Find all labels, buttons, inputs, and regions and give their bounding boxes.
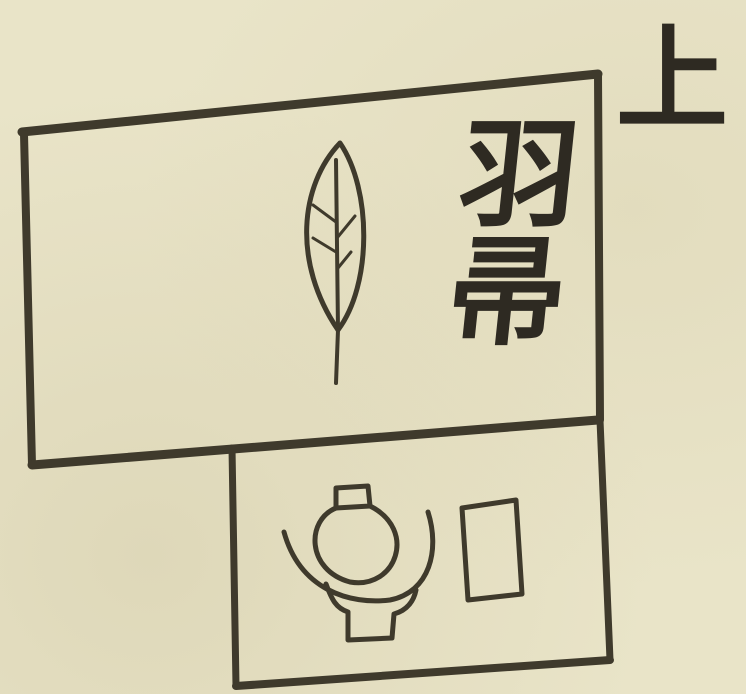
leaf-icon	[304, 140, 367, 385]
incense-burner-icon	[281, 483, 436, 643]
position-mark-label: 上	[616, 14, 728, 145]
lower-box	[228, 416, 614, 690]
item-name-label: 羽帚	[421, 112, 586, 348]
rectangular-box-icon	[459, 497, 525, 603]
upper-box	[17, 69, 604, 470]
